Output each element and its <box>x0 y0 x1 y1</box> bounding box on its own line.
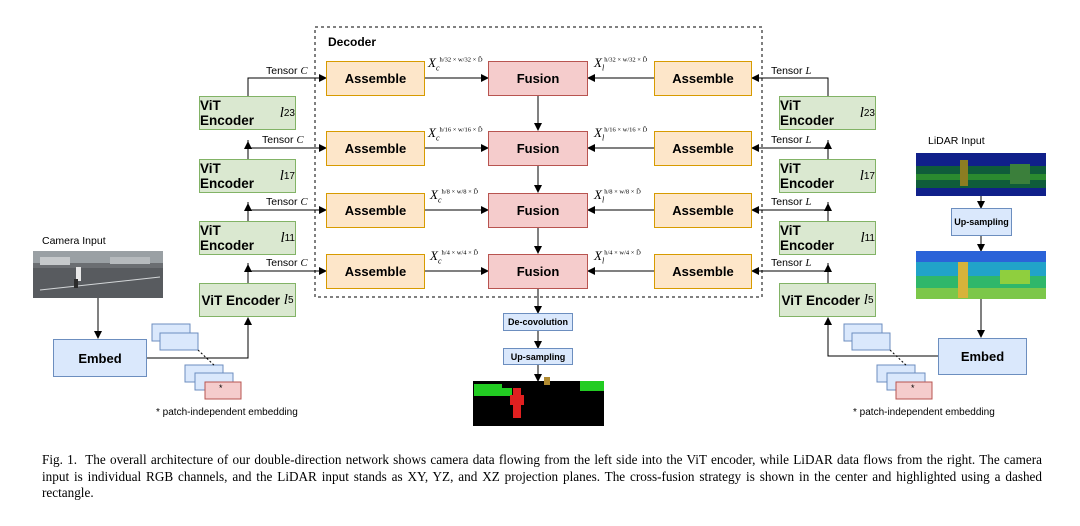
tensor-c-label: Tensor C <box>266 65 308 77</box>
caption-prefix: Fig. 1. <box>42 452 78 467</box>
feature-label-lidar: Xlh/16 × w/16 × D̂ <box>594 125 648 143</box>
feature-label-camera: Xch/8 × w/8 × D̂ <box>430 187 479 205</box>
upsampling-block-lidar: Up-sampling <box>951 208 1012 236</box>
embed-left: Embed <box>53 339 147 377</box>
lidar-input-image <box>916 153 1046 196</box>
decoder-label: Decoder <box>328 35 377 49</box>
upsampling-block-center: Up-sampling <box>503 348 573 365</box>
lidar-upsampled-image <box>916 251 1046 299</box>
tensor-c-label: Tensor C <box>266 257 308 269</box>
deconvolution-block: De-covolution <box>503 313 573 331</box>
assemble-left: Assemble <box>326 61 425 96</box>
assemble-right: Assemble <box>654 61 752 96</box>
decoder-dashed-region <box>314 26 763 298</box>
tensor-c-label: Tensor C <box>262 134 304 146</box>
caption-text: The overall architecture of our double-d… <box>42 452 1042 500</box>
patch-note-right: * patch-independent embedding <box>853 407 995 418</box>
feature-label-lidar: Xlh/8 × w/8 × D̂ <box>594 187 641 205</box>
feature-label-lidar: Xlh/4 × w/4 × D̂ <box>594 248 641 266</box>
camera-input-label: Camera Input <box>42 235 106 247</box>
assemble-right: Assemble <box>654 131 752 166</box>
camera-input-image <box>33 251 163 298</box>
feature-label-camera: Xch/16 × w/16 × D̂ <box>428 125 483 143</box>
patch-star-box-left <box>204 381 242 400</box>
lidar-input-label: LiDAR Input <box>928 135 985 147</box>
tensor-l-label: Tensor L <box>771 196 812 208</box>
fusion-block: Fusion <box>488 193 588 228</box>
fusion-block: Fusion <box>488 254 588 289</box>
feature-label-camera: Xch/4 × w/4 × D̂ <box>430 248 479 266</box>
assemble-right: Assemble <box>654 193 752 228</box>
feature-label-lidar: Xlh/32 × w/32 × D̂ <box>594 55 648 73</box>
assemble-left: Assemble <box>326 131 425 166</box>
tensor-l-label: Tensor L <box>771 65 812 77</box>
fusion-block: Fusion <box>488 131 588 166</box>
feature-label-camera: Xch/32 × w/32 × D̂ <box>428 55 483 73</box>
patch-star-box-right <box>895 381 933 400</box>
assemble-right: Assemble <box>654 254 752 289</box>
patch-star-right: * <box>911 383 915 393</box>
assemble-left: Assemble <box>326 193 425 228</box>
connector-layer <box>33 26 1046 426</box>
figure-caption: Fig. 1. The overall architecture of our … <box>42 452 1042 502</box>
embed-right: Embed <box>938 338 1027 375</box>
tensor-l-label: Tensor L <box>771 134 812 146</box>
fusion-block: Fusion <box>488 61 588 96</box>
tensor-l-label: Tensor L <box>771 257 812 269</box>
segmentation-output-image <box>473 377 604 426</box>
assemble-left: Assemble <box>326 254 425 289</box>
tensor-c-label: Tensor C <box>266 196 308 208</box>
patch-note-left: * patch-independent embedding <box>156 407 298 418</box>
patch-star-left: * <box>219 383 223 393</box>
